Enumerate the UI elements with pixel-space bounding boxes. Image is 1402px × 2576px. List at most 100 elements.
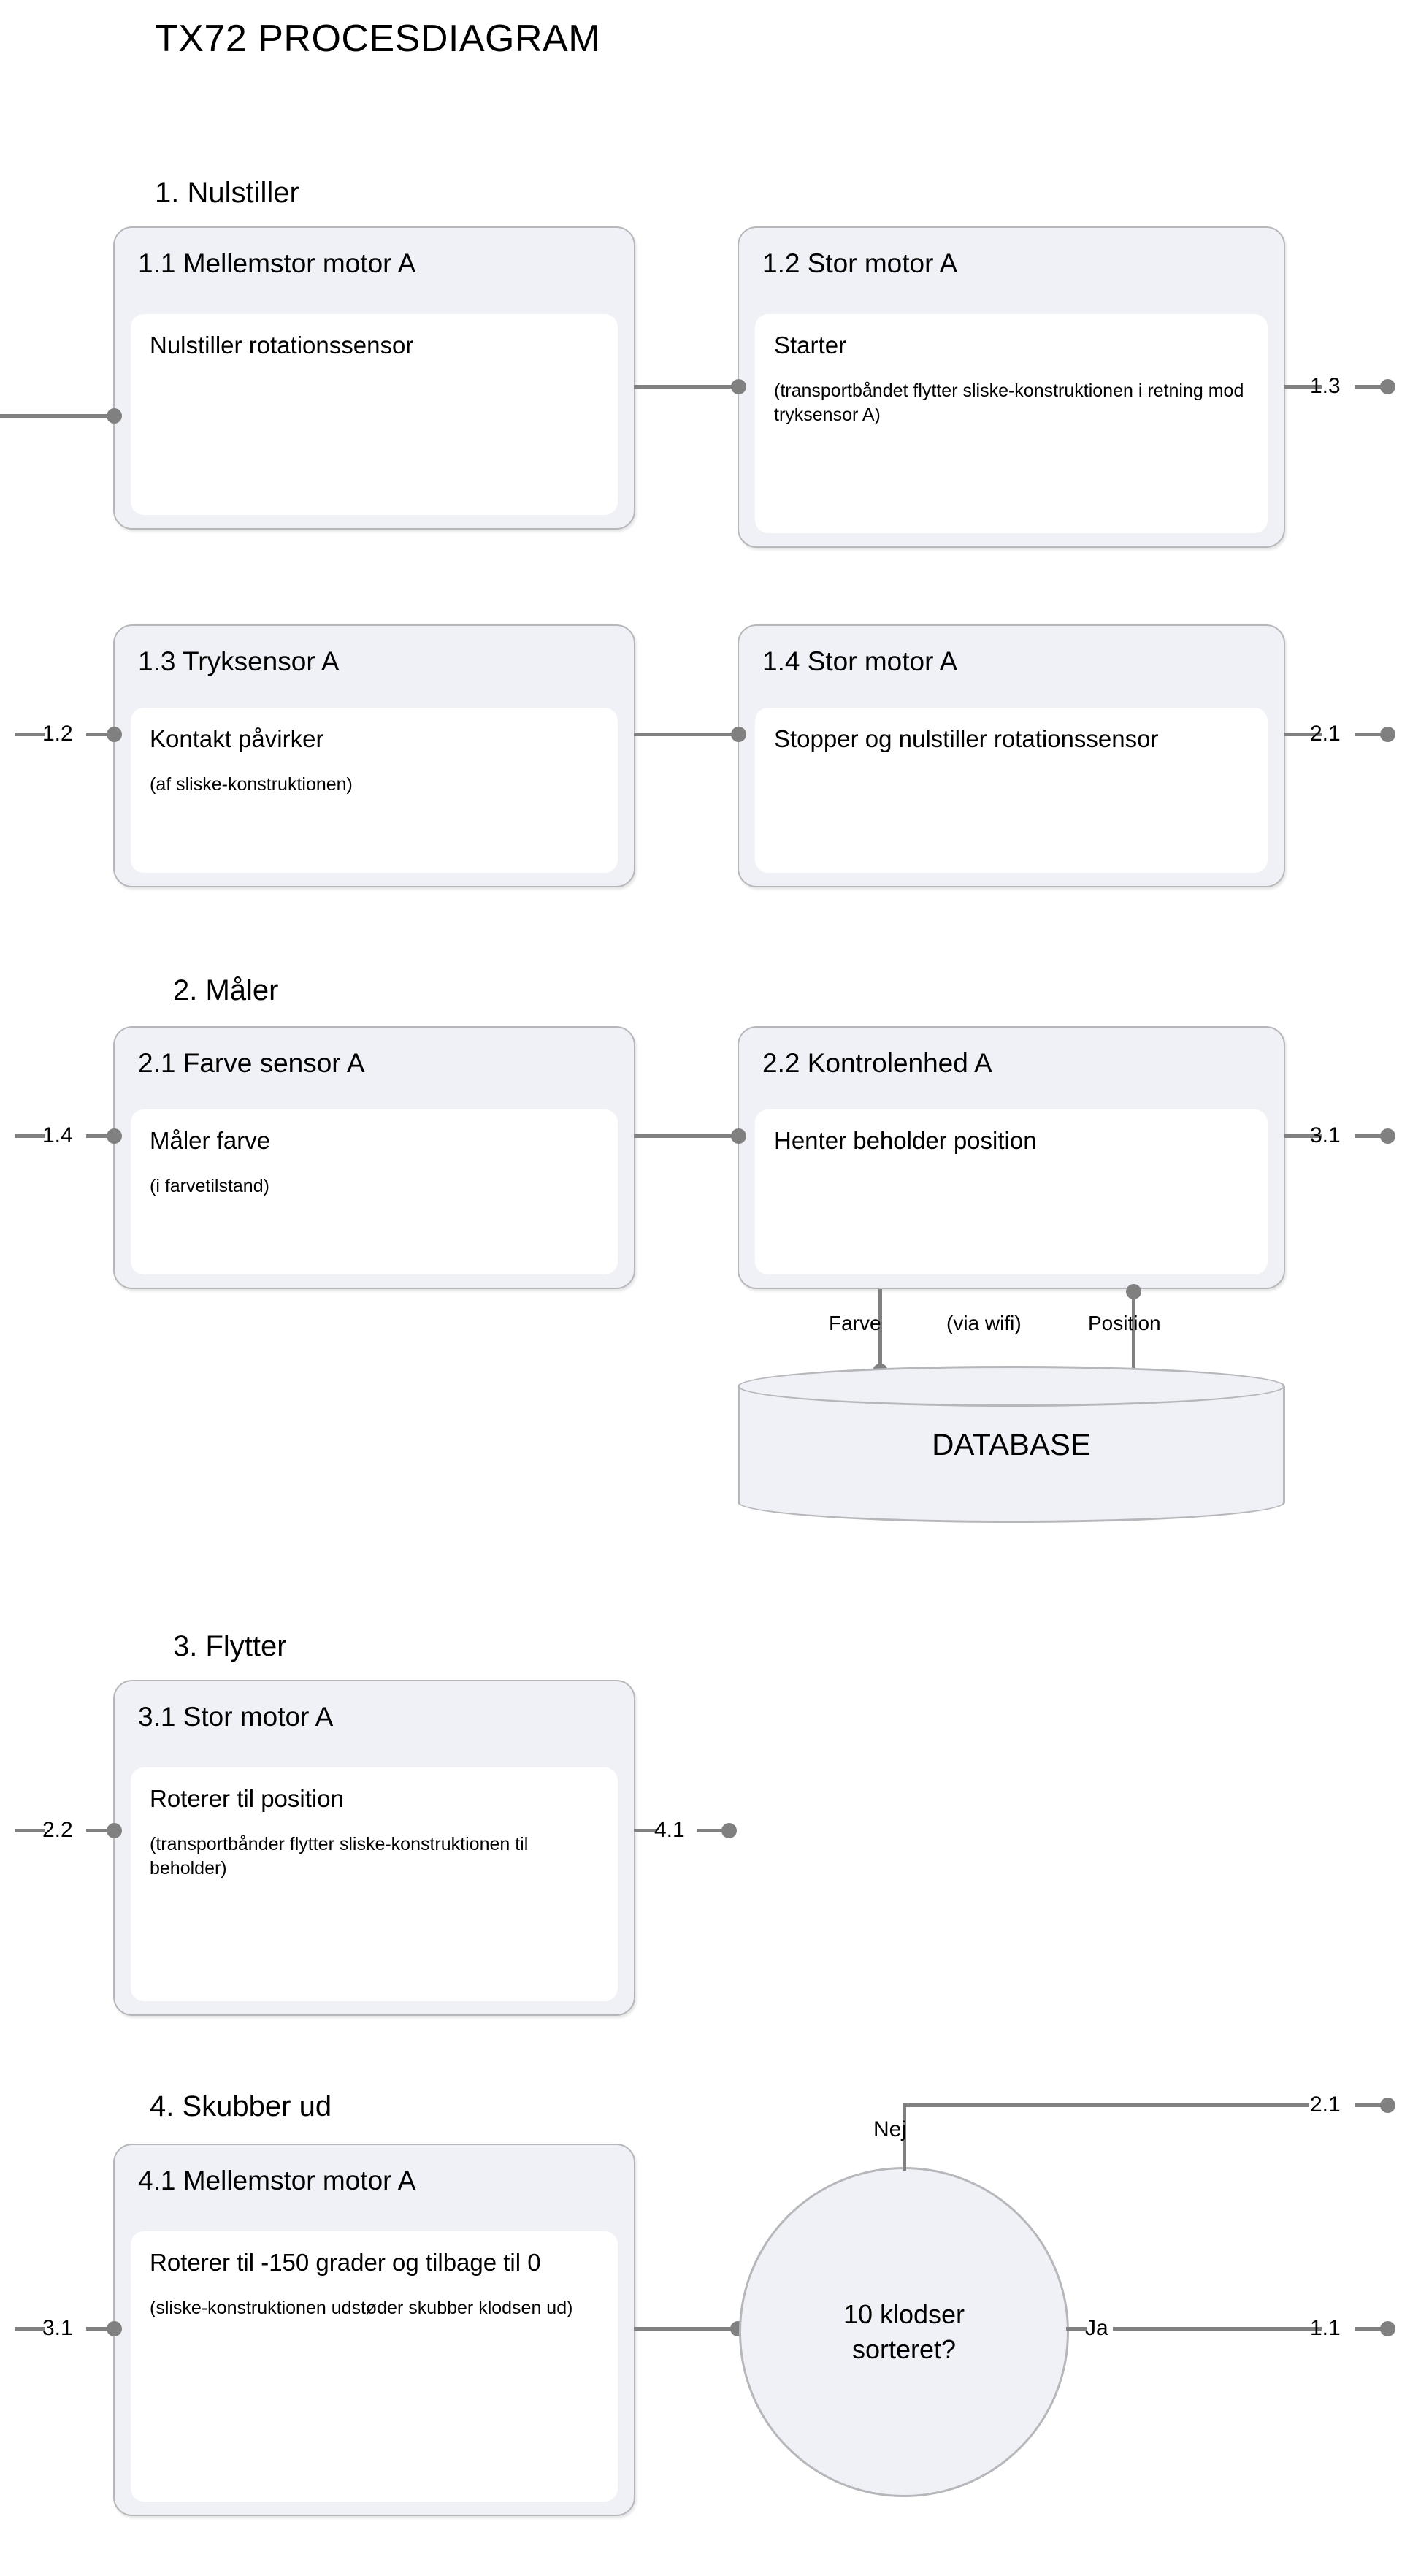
connector-in-13-label: 1.2 xyxy=(42,722,73,746)
process-box-4-1-main: Roterer til -150 grader og tilbage til 0 xyxy=(150,2249,541,2276)
process-box-1-3-body: Kontakt påvirker (af sliske-konstruktion… xyxy=(131,708,618,873)
process-box-1-4[interactable]: 1.4 Stor motor A Stopper og nulstiller r… xyxy=(738,624,1285,887)
process-box-1-1-main: Nulstiller rotationssensor xyxy=(150,332,414,359)
process-box-1-3-main: Kontakt påvirker xyxy=(150,725,324,752)
process-box-1-1[interactable]: 1.1 Mellemstor motor A Nulstiller rotati… xyxy=(113,226,635,530)
process-box-2-1[interactable]: 2.1 Farve sensor A Måler farve (i farvet… xyxy=(113,1026,635,1289)
connector-out-12-line-right xyxy=(1355,385,1387,389)
connector-out-14-label: 2.1 xyxy=(1310,722,1341,746)
connector-in-13-dot xyxy=(107,727,122,742)
connector-out-31-line-right xyxy=(697,1829,729,1832)
process-box-4-1-note: (sliske-konstruktionen udstøder skubber … xyxy=(150,2298,573,2318)
process-box-3-1-main: Roterer til position xyxy=(150,1785,344,1812)
connector-41-to-decision-line xyxy=(634,2327,745,2331)
process-box-1-2[interactable]: 1.2 Stor motor A Starter (transportbånde… xyxy=(738,226,1285,548)
process-box-4-1[interactable]: 4.1 Mellemstor motor A Roterer til -150 … xyxy=(113,2144,635,2516)
connector-out-31-dot xyxy=(721,1823,737,1838)
connector-out-12-dot xyxy=(1380,379,1395,394)
process-box-2-1-main: Måler farve xyxy=(150,1127,271,1154)
process-box-2-2-body: Henter beholder position xyxy=(755,1109,1268,1274)
process-box-3-1-body: Roterer til position (transportbånder fl… xyxy=(131,1767,618,2001)
connector-out-31-line-left xyxy=(634,1829,657,1832)
database-cylinder-top xyxy=(738,1366,1285,1407)
connector-out-22-label: 3.1 xyxy=(1310,1123,1341,1147)
connector-in-41-line-right xyxy=(86,2327,121,2331)
decision-node[interactable]: 10 klodser sorteret? xyxy=(739,2167,1069,2497)
process-box-1-2-note: (transportbåndet flytter sliske-konstruk… xyxy=(774,381,1244,425)
process-box-1-4-title: 1.4 Stor motor A xyxy=(762,646,958,676)
connector-21-to-22-line xyxy=(634,1134,745,1138)
process-box-2-1-body: Måler farve (i farvetilstand) xyxy=(131,1109,618,1274)
connector-11-to-12-line xyxy=(634,385,745,389)
connector-in-13-line-left xyxy=(15,733,45,736)
branch-no-line-vertical xyxy=(903,2103,906,2171)
process-box-1-3-note: (af sliske-konstruktionen) xyxy=(150,774,353,795)
section-heading-3: 3. Flytter xyxy=(173,1630,287,1662)
process-box-1-1-body: Nulstiller rotationssensor xyxy=(131,314,618,515)
branch-yes-target-label: 1.1 xyxy=(1310,2316,1341,2340)
branch-yes-line-left xyxy=(1066,2327,1087,2331)
process-box-1-4-body: Stopper og nulstiller rotationssensor xyxy=(755,708,1268,873)
connector-out-12-line-left xyxy=(1284,385,1322,389)
database-cylinder[interactable]: DATABASE xyxy=(738,1366,1285,1523)
decision-text-line1: 10 klodser xyxy=(843,2299,965,2329)
branch-yes-line-right xyxy=(1113,2327,1322,2331)
connector-in-41-label: 3.1 xyxy=(42,2316,73,2340)
branch-no-label: Nej xyxy=(873,2117,907,2141)
connector-13-to-14-dot xyxy=(731,727,746,742)
connector-in-41-line-left xyxy=(15,2327,45,2331)
process-box-2-2[interactable]: 2.2 Kontrolenhed A Henter beholder posit… xyxy=(738,1026,1285,1289)
process-box-1-2-title: 1.2 Stor motor A xyxy=(762,248,958,278)
connector-out-12-label: 1.3 xyxy=(1310,374,1341,398)
process-box-2-2-main: Henter beholder position xyxy=(774,1127,1037,1154)
connector-in-21-label: 1.4 xyxy=(42,1123,73,1147)
process-box-2-1-note: (i farvetilstand) xyxy=(150,1176,269,1196)
db-wifi-note: (via wifi) xyxy=(946,1312,1022,1334)
process-box-1-4-main: Stopper og nulstiller rotationssensor xyxy=(774,725,1159,752)
connector-out-14-line-left xyxy=(1284,733,1322,736)
process-box-4-1-title: 4.1 Mellemstor motor A xyxy=(138,2166,416,2195)
branch-no-target-line xyxy=(1355,2103,1387,2107)
database-label: DATABASE xyxy=(932,1426,1091,1461)
process-box-2-2-title: 2.2 Kontrolenhed A xyxy=(762,1048,992,1078)
connector-21-to-22-dot xyxy=(731,1128,746,1144)
branch-yes-label: Ja xyxy=(1085,2316,1108,2340)
db-position-label: Position xyxy=(1088,1312,1161,1334)
connector-entry-line xyxy=(0,414,120,418)
process-box-1-3-title: 1.3 Tryksensor A xyxy=(138,646,340,676)
process-box-4-1-body: Roterer til -150 grader og tilbage til 0… xyxy=(131,2231,618,2502)
connector-in-41-dot xyxy=(107,2321,122,2336)
connector-out-22-dot xyxy=(1380,1128,1395,1144)
branch-yes-target-dot xyxy=(1380,2321,1395,2336)
connector-out-22-line-right xyxy=(1355,1134,1387,1138)
page-title: TX72 PROCESDIAGRAM xyxy=(155,18,601,60)
db-position-line xyxy=(1132,1289,1135,1377)
process-box-1-2-body: Starter (transportbåndet flytter sliske-… xyxy=(755,314,1268,533)
branch-no-line-horizontal xyxy=(903,2103,1309,2107)
connector-13-to-14-line xyxy=(634,733,745,736)
connector-in-31-line-left xyxy=(15,1829,45,1832)
connector-in-31-label: 2.2 xyxy=(42,1818,73,1842)
process-box-1-1-title: 1.1 Mellemstor motor A xyxy=(138,248,416,278)
connector-in-21-line-left xyxy=(15,1134,45,1138)
decision-text-line2: sorteret? xyxy=(851,2334,957,2364)
section-heading-1: 1. Nulstiller xyxy=(155,177,299,209)
process-box-3-1-note: (transportbånder flytter sliske-konstruk… xyxy=(150,1834,529,1879)
connector-in-21-line-right xyxy=(86,1134,121,1138)
connector-out-31-label: 4.1 xyxy=(654,1818,685,1842)
db-position-dot xyxy=(1126,1284,1141,1299)
process-box-3-1-title: 3.1 Stor motor A xyxy=(138,1702,334,1732)
section-heading-2: 2. Måler xyxy=(173,974,279,1006)
connector-out-14-dot xyxy=(1380,727,1395,742)
process-box-1-3[interactable]: 1.3 Tryksensor A Kontakt påvirker (af sl… xyxy=(113,624,635,887)
connector-entry-dot xyxy=(107,408,122,424)
section-heading-4: 4. Skubber ud xyxy=(150,2090,332,2122)
connector-in-31-dot xyxy=(107,1823,122,1838)
process-box-1-2-main: Starter xyxy=(774,332,847,359)
process-box-3-1[interactable]: 3.1 Stor motor A Roterer til position (t… xyxy=(113,1680,635,2016)
connector-11-to-12-dot xyxy=(731,379,746,394)
db-farve-label: Farve xyxy=(829,1312,881,1334)
connector-in-21-dot xyxy=(107,1128,122,1144)
decision-text: 10 klodser sorteret? xyxy=(843,2297,965,2367)
